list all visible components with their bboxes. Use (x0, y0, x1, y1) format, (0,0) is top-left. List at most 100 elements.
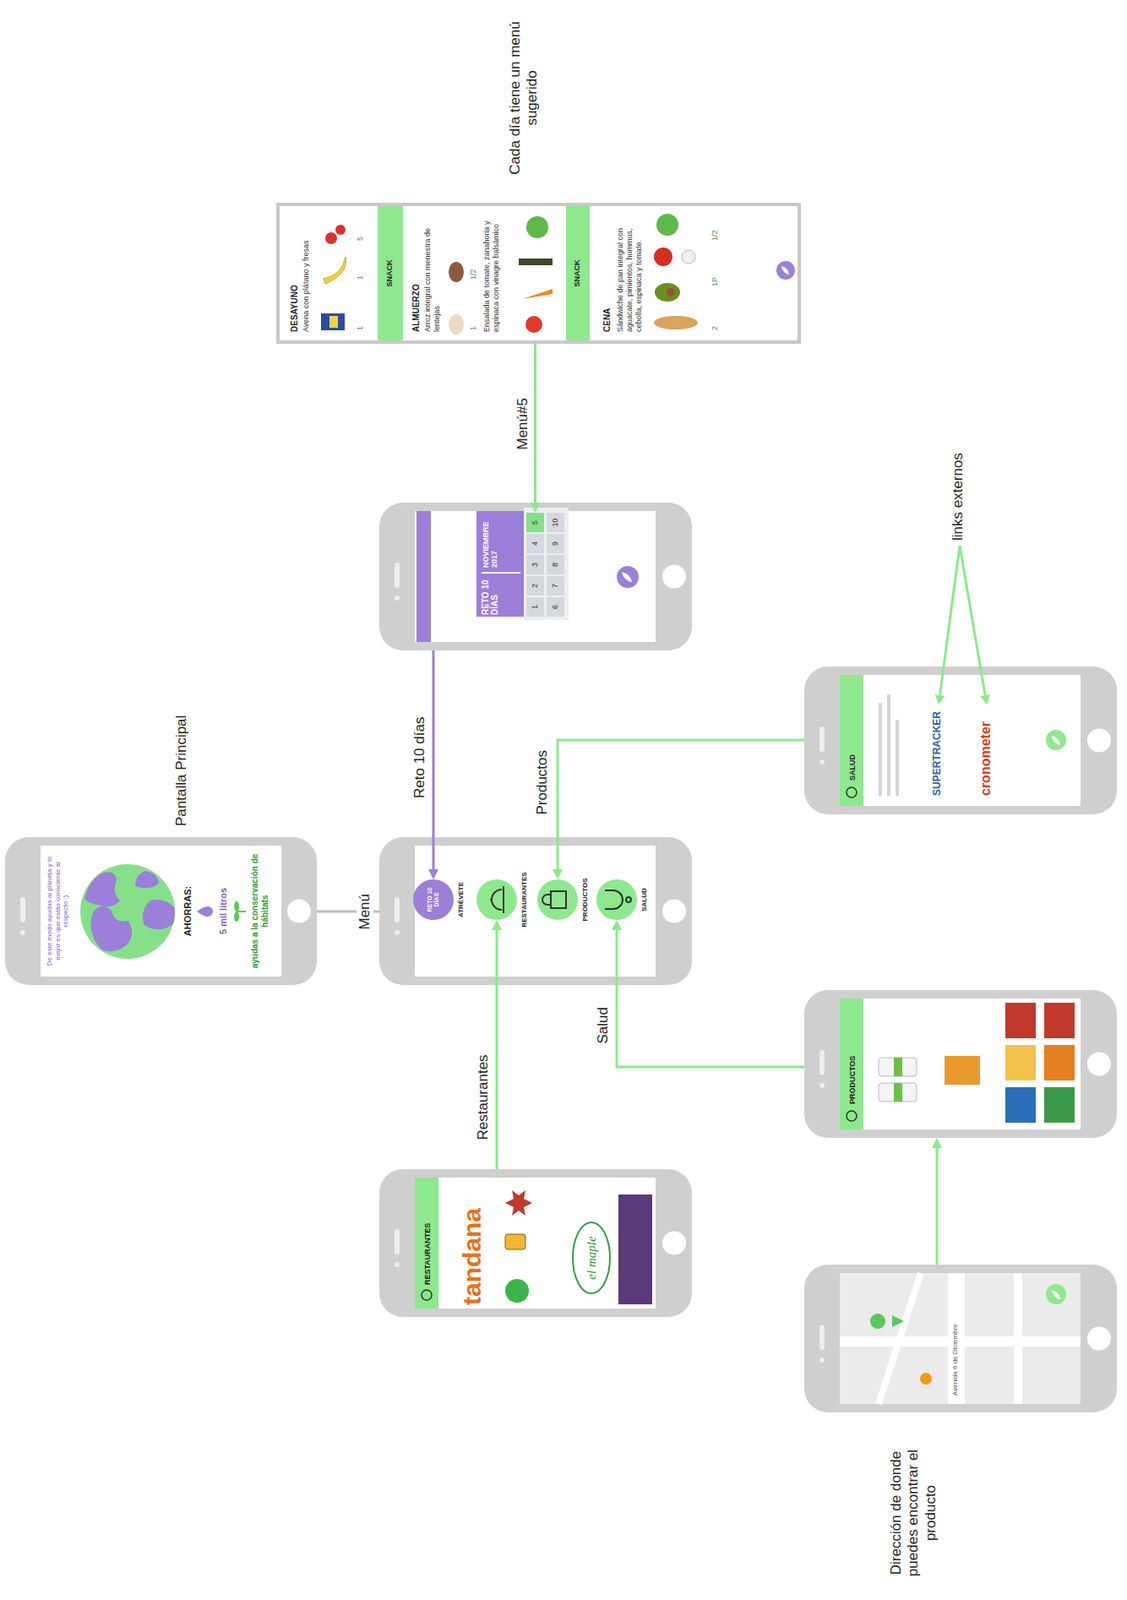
screen-text: Arroz integral con menestra de lentejas (423, 213, 442, 333)
menu-circle: PRODUCTOS (537, 879, 578, 921)
decor-shape (1087, 1052, 1111, 1077)
decor-shape (546, 597, 565, 617)
decor-shape (819, 1050, 825, 1076)
map-illustration (839, 1273, 1081, 1405)
text-holder: 3 (530, 555, 540, 575)
decor-shape (5, 837, 317, 986)
text-holder: AHORRAS: (182, 845, 194, 977)
text-holder: cronometer (977, 711, 994, 796)
menu-card: Cada día tiene un menú sugeridoDESAYUNOA… (277, 204, 800, 343)
phone-screen: RESTAURANTEStandanael maple (379, 1169, 692, 1318)
text-holder: 1/2 (468, 254, 479, 280)
decor-shape (234, 911, 240, 922)
decor-shape (964, 1336, 1081, 1347)
decor-shape (781, 266, 790, 275)
text-holder: 1P (710, 266, 720, 287)
calendar-illustration (416, 507, 639, 643)
decor-shape (662, 1231, 686, 1256)
decor-shape (878, 1057, 917, 1077)
decor-shape (839, 675, 864, 806)
decor-shape (887, 694, 891, 796)
text-holder: RETO 10 DÍAS (426, 881, 440, 919)
text-holder: RESTAURANTES (520, 857, 529, 942)
decor-shape (394, 1229, 400, 1255)
phone-screen: RETO 10 DÍASNOVIEMBRE 201712345678910 (379, 502, 692, 651)
edge-label-holder: Reto 10 días (411, 714, 429, 801)
decor-shape (776, 261, 795, 280)
decor-shape (804, 666, 1117, 815)
decor-shape (804, 990, 1117, 1138)
decor-shape (277, 204, 800, 343)
menu-circle: RESTAURANTES (476, 879, 518, 921)
decor-shape (1044, 1087, 1075, 1123)
decor-shape (416, 511, 431, 643)
snack-band: SNACK (377, 206, 403, 341)
phone-body (379, 1169, 692, 1318)
decor-shape (662, 899, 686, 924)
decor-shape (1005, 1045, 1036, 1081)
snack-band: SNACK (566, 206, 590, 341)
calendar-day: 5 (526, 512, 545, 533)
screen-text: De este modo ayudas al planeta y lo mejo… (45, 850, 71, 972)
decor-shape (819, 1357, 825, 1363)
decor-shape (819, 726, 825, 752)
phone-screen: PRODUCTOS (804, 990, 1117, 1138)
edge-label: Productos (533, 747, 551, 818)
decor-shape (505, 1190, 533, 1216)
decor-shape (819, 1083, 825, 1089)
text-holder: ayudas a la conservación de hábitats (250, 849, 271, 974)
text-holder: PRODUCTOS (581, 857, 590, 942)
decor-shape (572, 1222, 610, 1294)
decor-shape (237, 910, 246, 913)
text-holder: SALUD (640, 857, 649, 942)
screen-text: SNACK (385, 206, 395, 341)
decor-shape (325, 232, 338, 245)
decor-shape (839, 1336, 948, 1347)
text-holder: SNACK (572, 206, 583, 341)
connector (931, 1137, 942, 1265)
phone-body (5, 837, 317, 986)
screen-text: PRODUCTOS (581, 857, 590, 942)
screen-text: 5 (530, 512, 540, 533)
decor-shape (1044, 1002, 1075, 1039)
text-holder: ATRÉVETE (457, 857, 466, 942)
screen-text: 7 (550, 576, 561, 596)
decor-shape (878, 702, 882, 796)
decor-shape (604, 890, 623, 910)
text-holder: 1 (468, 313, 479, 331)
arrow-head (931, 1137, 942, 1149)
decor-shape (1013, 1273, 1023, 1405)
screen-text: CENA (602, 213, 613, 333)
decor-shape (895, 719, 899, 796)
decor-shape (666, 288, 676, 297)
decor-shape (91, 905, 133, 952)
screen-text: 10 (550, 512, 561, 533)
screen-text: 1 (355, 262, 365, 280)
caption-label: links externos (949, 413, 967, 541)
calendar-day: 3 (526, 555, 545, 575)
decor-shape (846, 1110, 857, 1122)
decor-shape (394, 595, 400, 601)
decor-shape (947, 1273, 965, 1405)
connector-line (495, 928, 499, 1170)
connector (428, 650, 439, 880)
decor-shape (980, 694, 991, 705)
decor-shape (819, 1324, 825, 1351)
edge-label-holder: Menú (356, 891, 374, 933)
decor-shape (626, 897, 632, 903)
decor-shape (662, 565, 686, 589)
decor-shape (893, 1057, 903, 1077)
decor-shape (526, 512, 545, 533)
decor-shape (940, 545, 961, 696)
screen-text: ayudas a la conservación de hábitats (250, 849, 271, 974)
decor-shape (448, 261, 464, 283)
text-holder: 1 (355, 262, 365, 280)
screen-text: 8 (550, 555, 561, 575)
decor-shape (839, 998, 864, 1130)
decor-shape (550, 891, 567, 909)
screen-text: RETO 10 DÍAS (426, 881, 440, 919)
screen-text: RETO 10 DÍAS (480, 572, 500, 616)
decor-shape (377, 206, 403, 341)
